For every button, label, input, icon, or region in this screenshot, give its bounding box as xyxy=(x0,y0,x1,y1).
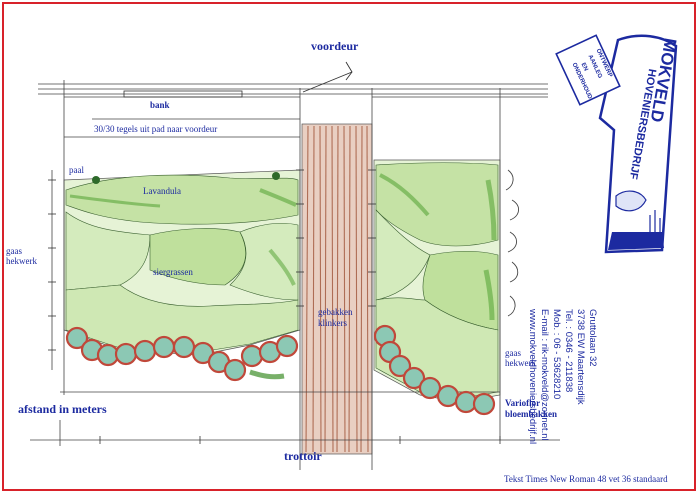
label-siergrassen: siergrassen xyxy=(153,267,193,277)
logo-emblem xyxy=(555,34,678,254)
label-gaas-left: gaas xyxy=(6,246,22,256)
footer-note: Tekst Times New Roman 48 vet 36 standaar… xyxy=(504,474,668,484)
label-varioflor: Varioflor xyxy=(505,398,541,408)
address-line: Gruttolaan 32 xyxy=(587,309,598,367)
bench-outline xyxy=(123,90,243,98)
label-afstand: afstand in meters xyxy=(18,402,107,416)
label-gebakken: gebakken xyxy=(318,307,353,317)
address-line: 3738 EW Maartensdijk xyxy=(575,309,586,405)
label-hekwerk-right: hekwerk xyxy=(505,358,536,368)
door-swing xyxy=(302,61,353,93)
post-marker xyxy=(272,172,280,180)
left-garden-bed xyxy=(63,169,301,380)
address-line: Mob. : 06 - 53628210 xyxy=(551,309,562,400)
label-hekwerk-left: hekwerk xyxy=(6,256,37,266)
measurement-ticks xyxy=(48,169,501,444)
label-tegels: 30/30 tegels uit pad naar voordeur xyxy=(94,124,218,134)
address-block: Gruttolaan 32 3738 EW Maartensdijk Tel. … xyxy=(526,309,598,444)
label-bloembakken: bloembakken xyxy=(505,409,558,419)
address-line: www.mokveldhoveniersbedrijf.nl xyxy=(527,309,538,445)
top-wall-lines xyxy=(38,83,548,138)
address-line: Tel. : 0346 - 211838 xyxy=(563,309,574,393)
address-line: E-mail : rik-mokveld@zonnet.nl xyxy=(539,309,550,441)
page-frame xyxy=(2,2,696,491)
label-bank: bank xyxy=(150,100,170,110)
post-marker xyxy=(92,176,100,184)
label-lavandula: Lavandula xyxy=(143,186,181,196)
label-voordeur: voordeur xyxy=(311,39,359,53)
planter-row-right xyxy=(373,324,496,416)
brick-path xyxy=(301,123,373,455)
fence-squiggle xyxy=(505,169,519,317)
planter-row-left xyxy=(65,326,299,382)
label-paal: paal xyxy=(69,165,84,175)
label-gaas-right: gaas xyxy=(505,348,521,358)
label-klinkers: klinkers xyxy=(318,318,347,328)
label-trottoir: trottoir xyxy=(284,449,322,463)
